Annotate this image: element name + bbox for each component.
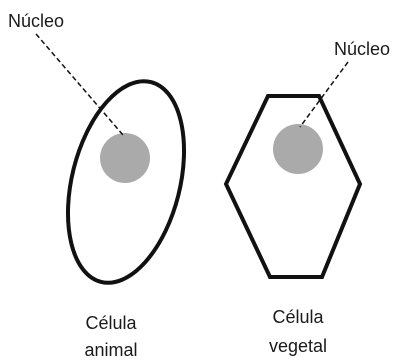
plant-cell-caption-line1: Célula <box>272 307 323 327</box>
plant-nucleus-label: Núcleo <box>334 39 390 59</box>
plant-cell-nucleus <box>273 124 323 174</box>
animal-nucleus-pointer-line <box>36 34 123 135</box>
animal-cell-caption-line2: animal <box>84 340 137 360</box>
plant-cell-wall <box>226 96 360 277</box>
plant-cell-caption-line2: vegetal <box>269 336 327 356</box>
animal-nucleus-label: Núcleo <box>8 11 64 31</box>
animal-cell-caption-line1: Célula <box>85 313 136 333</box>
animal-cell-nucleus <box>100 133 150 183</box>
